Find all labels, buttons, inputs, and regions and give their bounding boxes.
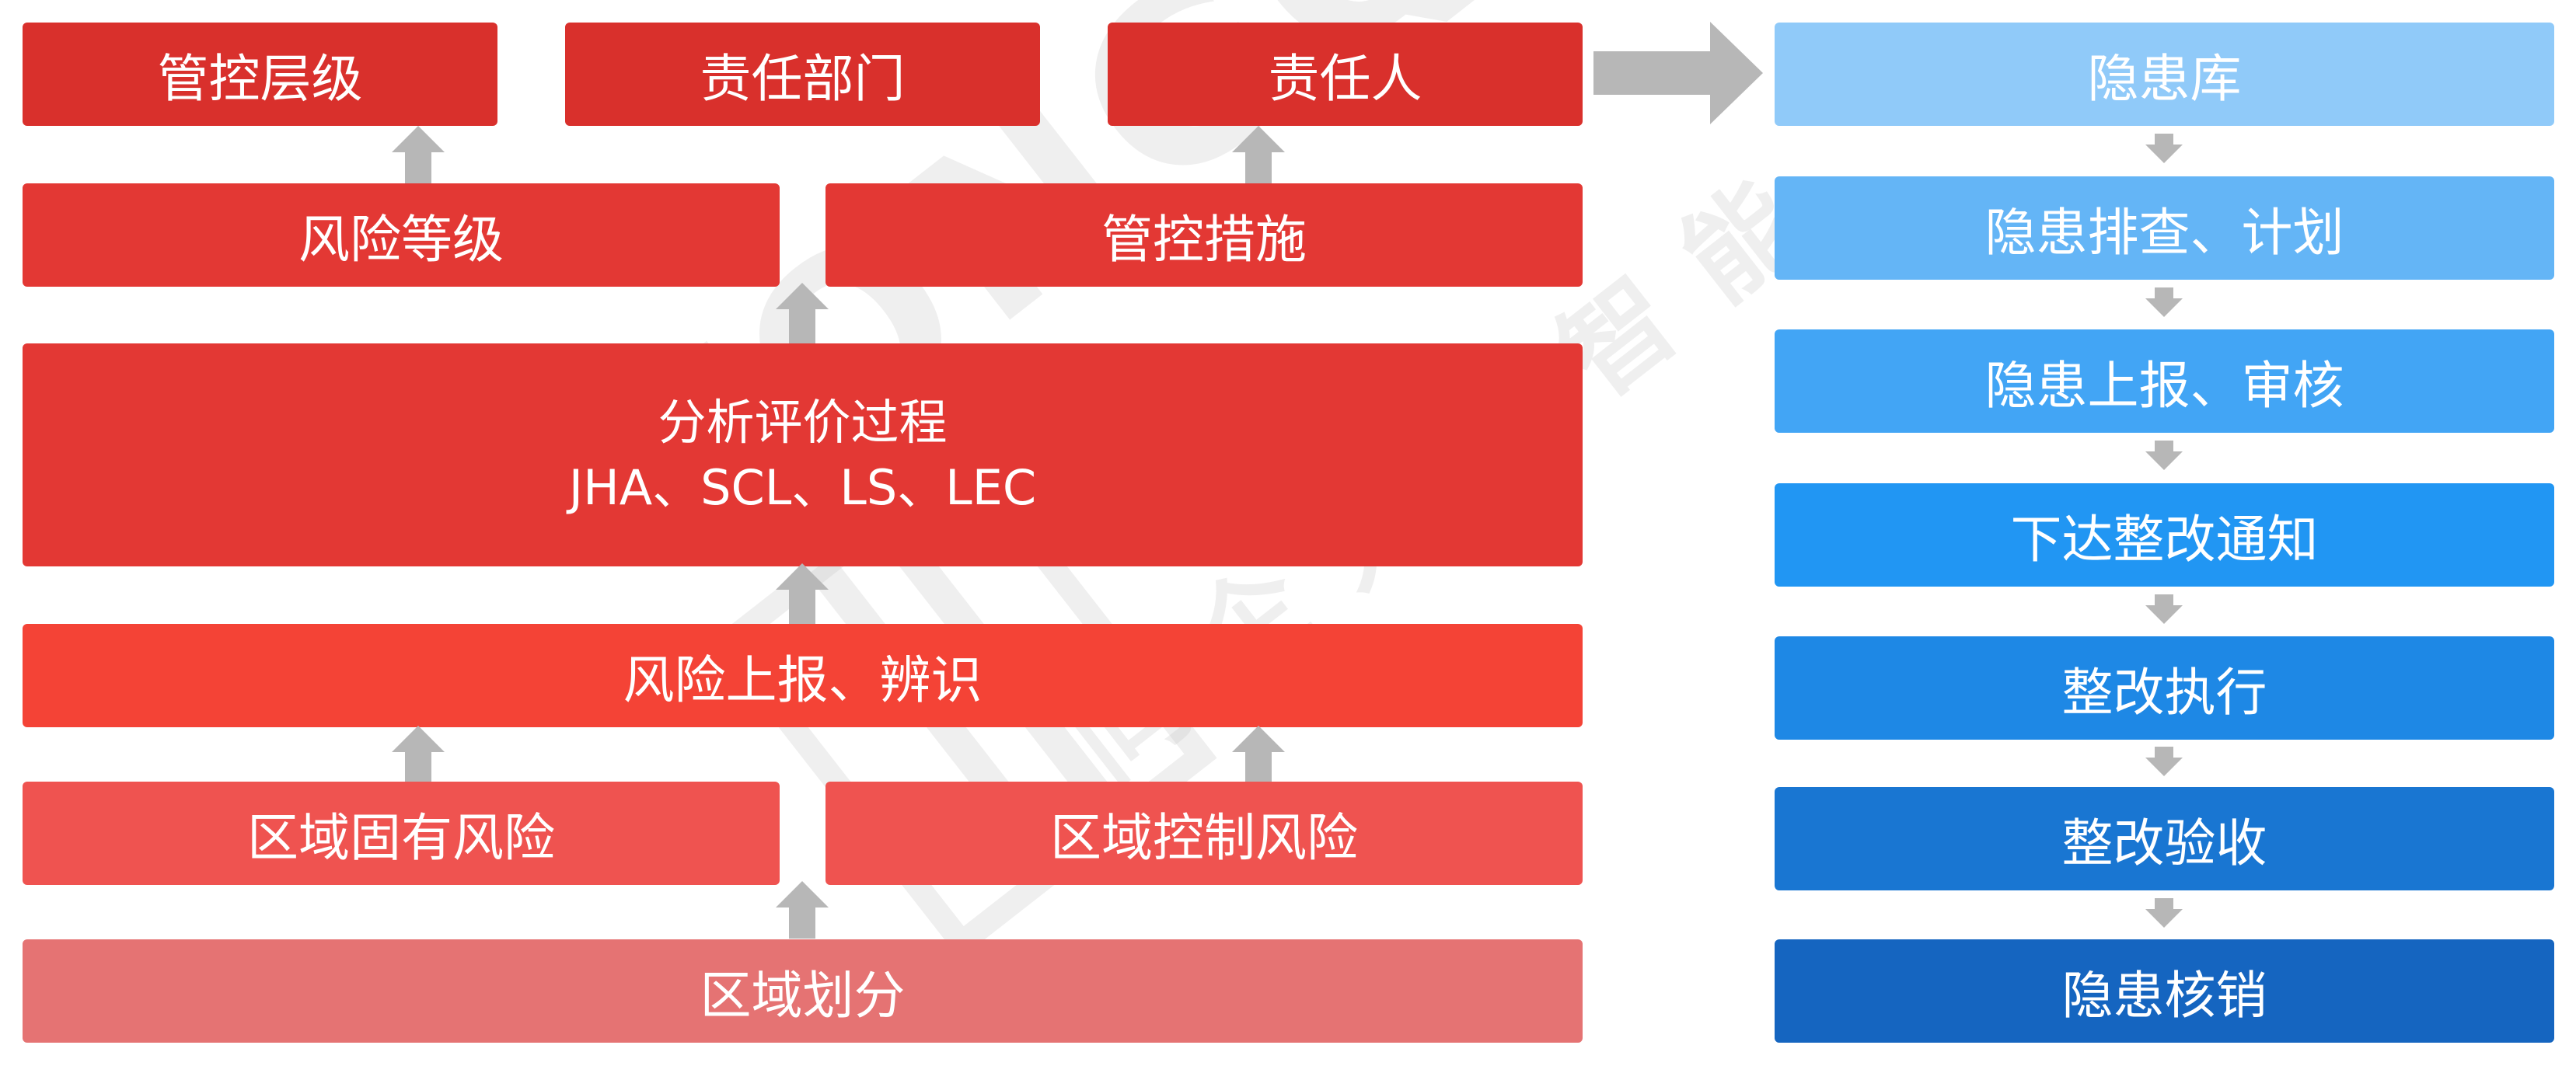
inherent-risk-box: 区域固有风险 <box>23 782 780 885</box>
rectification-acceptance-label: 整改验收 <box>2061 813 2267 873</box>
controlled-risk-label: 区域控制风险 <box>1050 807 1358 868</box>
rectification-notice-box: 下达整改通知 <box>1775 483 2554 587</box>
hazard-report-review-label: 隐患上报、审核 <box>1984 355 2344 416</box>
risk-level-label: 风险等级 <box>298 209 504 270</box>
risk-report-box: 风险上报、辨识 <box>23 624 1583 727</box>
analysis-methods: JHA、SCL、LS、LEC <box>568 458 1037 516</box>
hazard-library-box: 隐患库 <box>1775 23 2554 126</box>
control-level-box: 管控层级 <box>23 23 497 126</box>
controlled-risk-box: 区域控制风险 <box>826 782 1583 885</box>
analysis-process-title: 分析评价过程 <box>658 393 948 451</box>
hazard-closure-box: 隐患核销 <box>1775 939 2554 1043</box>
control-measures-box: 管控措施 <box>826 183 1583 287</box>
inherent-risk-label: 区域固有风险 <box>247 807 555 868</box>
zone-division-box: 区域划分 <box>23 939 1583 1043</box>
responsible-department-box: 责任部门 <box>565 23 1040 126</box>
rectification-acceptance-box: 整改验收 <box>1775 787 2554 890</box>
responsible-department-label: 责任部门 <box>700 48 906 109</box>
risk-level-box: 风险等级 <box>23 183 780 287</box>
hazard-check-plan-label: 隐患排查、计划 <box>1984 202 2344 263</box>
zone-division-label: 区域划分 <box>700 965 906 1026</box>
risk-report-label: 风险上报、辨识 <box>623 650 983 710</box>
hazard-library-label: 隐患库 <box>2087 48 2242 109</box>
responsible-person-label: 责任人 <box>1268 48 1422 109</box>
analysis-process-box: 分析评价过程 JHA、SCL、LS、LEC <box>23 343 1583 566</box>
hazard-closure-label: 隐患核销 <box>2061 965 2267 1026</box>
responsible-person-box: 责任人 <box>1108 23 1583 126</box>
hazard-report-review-box: 隐患上报、审核 <box>1775 329 2554 433</box>
hazard-check-plan-box: 隐患排查、计划 <box>1775 176 2554 280</box>
control-measures-label: 管控措施 <box>1101 209 1307 270</box>
right-arrow-icon <box>1593 22 1763 124</box>
control-level-label: 管控层级 <box>157 48 363 109</box>
rectification-execution-label: 整改执行 <box>2061 662 2267 723</box>
rectification-notice-label: 下达整改通知 <box>2010 509 2319 570</box>
rectification-execution-box: 整改执行 <box>1775 636 2554 740</box>
